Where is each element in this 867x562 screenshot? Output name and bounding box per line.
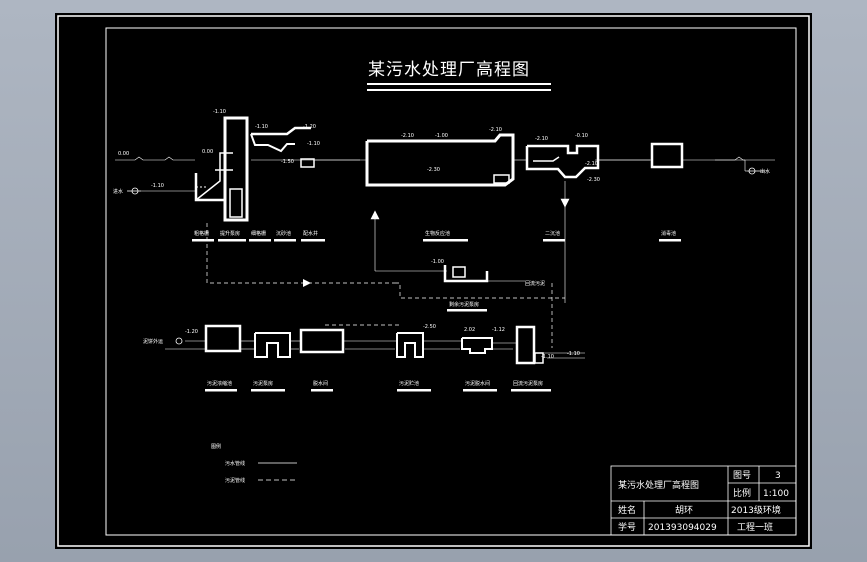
elev-sludge-c: -1.12 xyxy=(492,327,505,333)
sludge-out-label: 泥饼外运 xyxy=(143,338,163,345)
label-grit-chamber: 沉砂池 xyxy=(276,230,291,237)
elev-sludge-in: -1.20 xyxy=(185,329,198,335)
label-fine-screen: 细格栅 xyxy=(251,230,266,237)
flow-lines-upper xyxy=(141,159,747,192)
return-sludge-pump xyxy=(515,325,544,365)
elev-clar-bottom: -2.30 xyxy=(587,177,600,183)
label-lift-pump: 提升泵房 xyxy=(220,230,240,237)
flow-lines-lower xyxy=(185,340,585,354)
outflow-arrow xyxy=(747,167,765,175)
tb-id: 201393094029 xyxy=(648,523,717,533)
coarse-screen-pump xyxy=(194,116,249,222)
label-excess-sludge-pump-bar xyxy=(447,309,487,312)
label-disinfection: 消毒池 xyxy=(661,230,676,237)
label-return-pump: 回流污泥泵房 xyxy=(513,380,543,387)
inflow-arrow xyxy=(127,187,141,195)
elev-top-left: -1.10 xyxy=(213,109,226,115)
elev-grit-mid: -1.20 xyxy=(303,124,316,130)
elev-clar-mid: -2.10 xyxy=(585,161,598,167)
disinfection-tank xyxy=(650,142,684,169)
inflow-label: 进水 xyxy=(113,188,123,195)
label-excess-sludge-pump: 剩余污泥泵房 xyxy=(449,301,479,308)
tb-name-label: 姓名 xyxy=(618,504,636,516)
tb-name: 胡环 xyxy=(675,504,693,516)
legend-title: 图例 xyxy=(211,443,221,450)
legend-dashed-label: 污泥管线 xyxy=(225,477,245,484)
drawing-title: 某污水处理厂高程图 xyxy=(368,60,530,80)
elev-sludge-b: 2.02 xyxy=(464,327,475,333)
sludge-pump-station xyxy=(443,265,525,283)
sludge-storage xyxy=(396,332,424,358)
fine-screen-grit xyxy=(250,126,315,168)
tb-class: 2013级环境 xyxy=(731,504,781,516)
legend: 图例 污水管线 污泥管线 xyxy=(211,443,297,484)
tb-id-label: 学号 xyxy=(618,521,636,533)
elev-grit-base: -1.50 xyxy=(281,159,294,165)
label-secondary-clarifier: 二沉池 xyxy=(545,230,560,237)
label-sludge-pump: 污泥泵房 xyxy=(253,380,273,387)
sludge-out-arrow xyxy=(175,337,183,345)
label-dewatering-house: 污泥脱水间 xyxy=(465,380,490,387)
cad-viewport[interactable]: 某污水处理厂高程图 xyxy=(55,13,812,549)
bioreactor xyxy=(365,133,515,187)
outflow-label: 出水 xyxy=(760,168,770,175)
label-coarse-screen: 粗格栅 xyxy=(194,230,209,237)
elev-sludge-e: -1.10 xyxy=(567,351,580,357)
lower-labels: 污泥浓缩池 污泥泵房 脱水间 污泥贮池 污泥脱水间 回流污泥泵房 xyxy=(205,380,551,392)
elev-tank-bottom: -2.30 xyxy=(427,167,440,173)
elev-sludge-d: -1.10 xyxy=(541,354,554,360)
sheet-outer-border xyxy=(57,15,810,547)
elev-clar-top: -2.10 xyxy=(535,136,548,142)
tb-scale: 1:100 xyxy=(763,489,789,499)
elev-tank-top-left: -2.10 xyxy=(401,133,414,139)
sheet-inner-border xyxy=(105,27,797,536)
secondary-clarifier xyxy=(525,144,600,179)
tb-title: 某污水处理厂高程图 xyxy=(618,479,699,491)
tb-class2: 工程一班 xyxy=(737,521,773,533)
elev-tank-top-right: -2.10 xyxy=(489,127,502,133)
label-distribution-well: 配水井 xyxy=(303,230,318,237)
elev-clar-right: -0.10 xyxy=(575,133,588,139)
tb-drawing-no: 3 xyxy=(775,471,781,481)
ground-line-lower xyxy=(165,348,585,359)
elev-tank-top-mid: -1.00 xyxy=(435,133,448,139)
sludge-arrow xyxy=(303,279,311,287)
label-thickener: 污泥浓缩池 xyxy=(207,380,232,387)
label-return-sludge: 回流污泥 xyxy=(525,280,545,287)
return-sludge-line xyxy=(370,181,570,303)
elev-grit-low: -1.10 xyxy=(307,141,320,147)
elev-ground-right: 0.00 xyxy=(202,149,213,155)
sludge-pipeline-dashed xyxy=(206,223,565,348)
label-dewatering: 脱水间 xyxy=(313,380,328,387)
tb-drawing-no-label: 图号 xyxy=(733,470,751,481)
dewatering-house xyxy=(299,328,345,354)
legend-solid-label: 污水管线 xyxy=(225,460,245,467)
ground-line-upper xyxy=(115,156,775,161)
elev-pump-level: -1.00 xyxy=(431,259,444,265)
sludge-pump-lower xyxy=(254,332,291,358)
label-storage: 污泥贮池 xyxy=(399,380,419,387)
elev-inlet-ground: 0.00 xyxy=(118,151,129,157)
upper-labels: 粗格栅 提升泵房 细格栅 沉砂池 配水井 生物反应池 二沉池 消毒池 xyxy=(192,230,681,242)
sludge-thickener xyxy=(204,324,242,353)
elev-inlet-pipe: -1.10 xyxy=(151,183,164,189)
elev-sludge-a: -2.50 xyxy=(423,324,436,330)
sludge-dewatering xyxy=(461,337,493,354)
label-bioreactor: 生物反应池 xyxy=(425,230,450,237)
elev-grit-top: -1.10 xyxy=(255,124,268,130)
elevation-labels: -1.10 0.00 0.00 -1.10 -1.10 -1.20 -1.10 … xyxy=(118,109,600,360)
title-block xyxy=(610,465,797,536)
tb-scale-label: 比例 xyxy=(733,487,751,499)
elevation-drawing: 某污水处理厂高程图 xyxy=(57,15,810,547)
